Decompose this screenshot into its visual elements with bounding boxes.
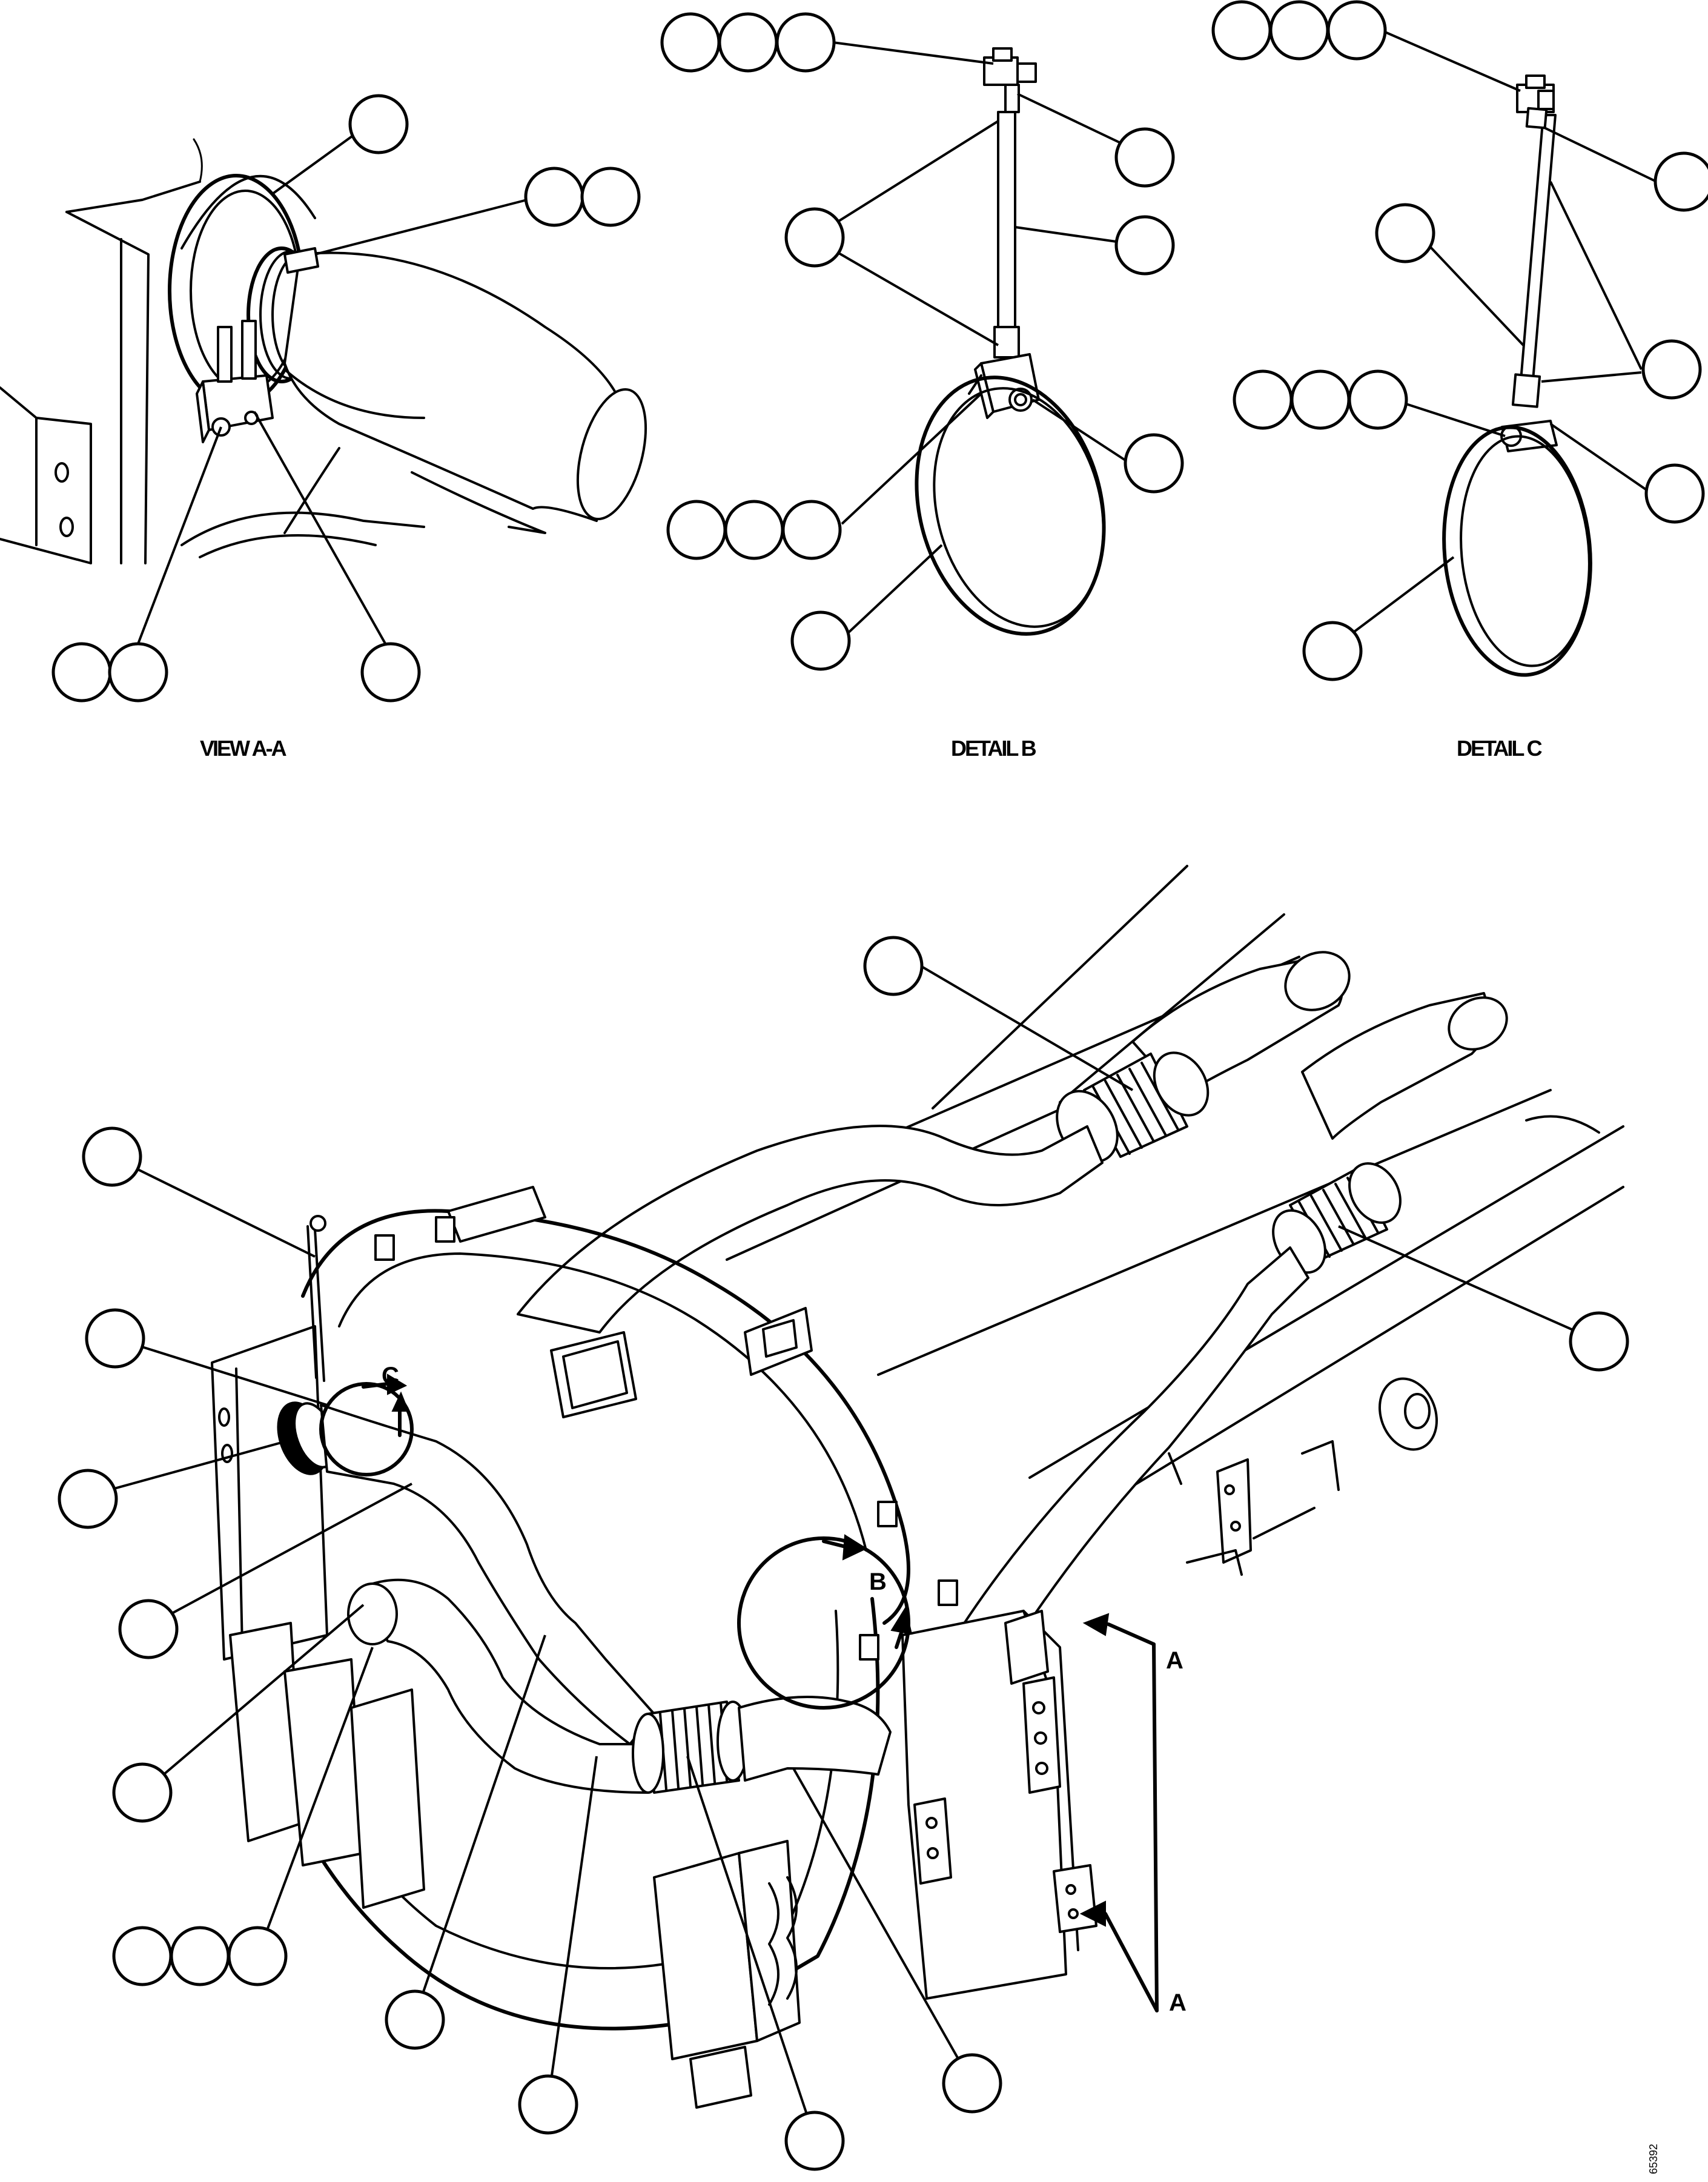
callout-bubble <box>1211 0 1272 61</box>
main-view-leaders <box>87 965 1600 2138</box>
callout-bubble <box>1641 339 1702 400</box>
callout-bubble <box>790 610 851 671</box>
callout-bubble <box>348 94 409 154</box>
detail-b-marker: B <box>869 1569 887 1595</box>
callout-bubble <box>82 1126 142 1187</box>
view-aa-drawing <box>0 138 647 564</box>
callout-bubble <box>227 1926 288 1986</box>
view-aa-callouts <box>51 94 641 703</box>
callout-bubble <box>1114 215 1175 276</box>
detail-b-callouts <box>660 12 1184 671</box>
detail-c-leaders <box>1331 29 1657 649</box>
detail-c-marker: C <box>382 1363 399 1389</box>
detail-c-drawing <box>1442 74 1592 677</box>
view-aa-caption: VIEW A-A <box>200 736 287 761</box>
callout-bubble <box>1290 369 1351 430</box>
callout-bubble <box>863 936 924 996</box>
callout-bubble <box>724 500 784 560</box>
callout-bubble <box>524 167 584 227</box>
detail-b-caption: DETAIL B <box>951 736 1036 761</box>
callout-bubble <box>1569 1311 1629 1372</box>
callout-bubble <box>1644 463 1705 524</box>
callout-bubble <box>85 1308 145 1369</box>
callout-bubble <box>1114 127 1175 188</box>
section-a-lower-marker: A <box>1169 1989 1187 2016</box>
detail-c-callouts <box>1211 0 1708 681</box>
main-view-callouts <box>58 936 1629 2171</box>
callout-bubble <box>1348 369 1408 430</box>
callout-bubble <box>360 642 421 703</box>
view-aa-leaders <box>126 129 528 673</box>
callout-bubble <box>112 1926 173 1986</box>
callout-bubble <box>1233 369 1293 430</box>
callout-bubble <box>784 2111 845 2171</box>
callout-bubble <box>1302 621 1363 681</box>
callout-bubble <box>775 12 836 73</box>
callout-bubble <box>518 2074 578 2135</box>
callout-bubble <box>108 642 168 703</box>
callout-bubble <box>781 500 842 560</box>
callout-bubble <box>118 1599 179 1659</box>
section-a-upper-marker: A <box>1166 1647 1183 1674</box>
callout-bubble <box>718 12 778 73</box>
callout-bubble <box>784 207 845 268</box>
detail-b-drawing <box>915 47 1106 636</box>
callout-bubble <box>112 1762 173 1823</box>
detail-b-leaders <box>813 41 1145 637</box>
callout-bubble <box>666 500 727 560</box>
callout-bubble <box>170 1926 230 1986</box>
callout-bubble <box>942 2053 1002 2114</box>
callout-bubble <box>1653 151 1708 212</box>
callout-bubble <box>1269 0 1329 61</box>
main-assembly-drawing <box>211 865 1624 2109</box>
callout-bubble <box>385 1989 445 2050</box>
callout-bubble <box>580 167 641 227</box>
callout-bubble <box>1326 0 1387 61</box>
callout-bubble <box>1124 433 1184 494</box>
callout-bubble <box>1375 203 1435 263</box>
callout-bubble <box>660 12 721 73</box>
callout-bubble <box>51 642 112 703</box>
figure-id: 65392 <box>1647 2144 1660 2174</box>
detail-c-caption: DETAIL C <box>1457 736 1543 761</box>
callout-bubble <box>58 1469 118 1529</box>
